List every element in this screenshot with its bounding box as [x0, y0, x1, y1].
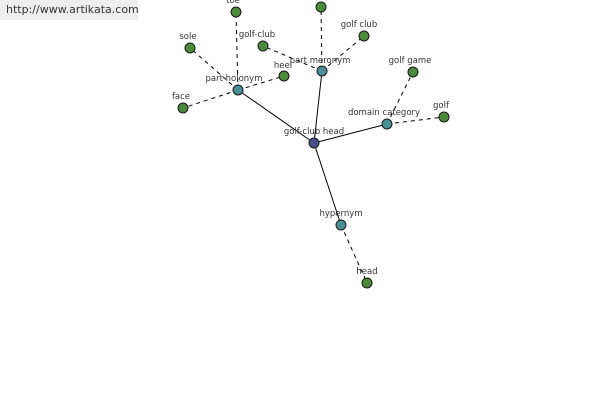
leaf-label-toe[interactable]: toe [226, 0, 240, 6]
leaf-node-golf-club-c[interactable] [358, 30, 370, 42]
center-label[interactable]: golf-club head [284, 127, 344, 137]
edge-center-part-meronym [313, 70, 323, 144]
relation-node-part-holonym[interactable] [232, 84, 244, 96]
leaf-node-golf[interactable] [438, 111, 450, 123]
relation-node-domain-category[interactable] [381, 118, 393, 130]
leaf-label-golf-club-c[interactable]: golf club [341, 20, 377, 30]
leaf-label-heel[interactable]: heel [274, 61, 292, 71]
leaf-node-heel[interactable] [278, 70, 290, 82]
leaf-node-sole[interactable] [184, 42, 196, 54]
leaf-label-golf-club-a[interactable]: golf-club [239, 30, 275, 40]
leaf-node-golf-club-a[interactable] [257, 40, 269, 52]
edge-domain-category-golf [386, 116, 445, 125]
edge-part-meronym-golf-club-b [320, 6, 323, 72]
nodes [177, 1, 450, 289]
edge-center-part-holonym [237, 89, 315, 144]
leaf-node-face[interactable] [177, 102, 189, 114]
relation-label-part-meronym[interactable]: part meronym [290, 56, 351, 66]
relation-label-hypernym[interactable]: hypernym [319, 209, 362, 219]
leaf-label-face[interactable]: face [172, 92, 190, 102]
leaf-node-golf-club-b[interactable] [315, 1, 327, 13]
edge-part-holonym-face [182, 89, 239, 109]
edge-hypernym-head [340, 224, 368, 284]
leaf-label-golf-game[interactable]: golf game [389, 56, 432, 66]
url-banner[interactable]: http://www.artikata.com [0, 0, 139, 20]
relation-node-part-meronym[interactable] [316, 65, 328, 77]
relation-label-domain-category[interactable]: domain category [348, 108, 420, 118]
leaf-label-sole[interactable]: sole [179, 32, 196, 42]
edge-part-holonym-heel [237, 75, 285, 91]
edge-part-meronym-golf-club-c [321, 35, 365, 72]
leaf-node-toe[interactable] [230, 6, 242, 18]
edge-domain-category-golf-game [386, 71, 414, 125]
edges [182, 6, 445, 284]
leaf-label-golf[interactable]: golf [433, 101, 450, 111]
relation-node-hypernym[interactable] [335, 219, 347, 231]
edge-part-holonym-sole [189, 47, 239, 91]
relation-label-part-holonym[interactable]: part holonym [206, 74, 263, 84]
leaf-label-head[interactable]: head [356, 267, 377, 277]
edge-center-hypernym [313, 142, 342, 226]
edge-part-meronym-golf-club-a [262, 45, 323, 72]
edge-part-holonym-toe [235, 11, 239, 91]
edge-center-domain-category [313, 123, 388, 144]
leaf-node-golf-game[interactable] [407, 66, 419, 78]
center-node[interactable] [308, 137, 320, 149]
leaf-node-head[interactable] [361, 277, 373, 289]
